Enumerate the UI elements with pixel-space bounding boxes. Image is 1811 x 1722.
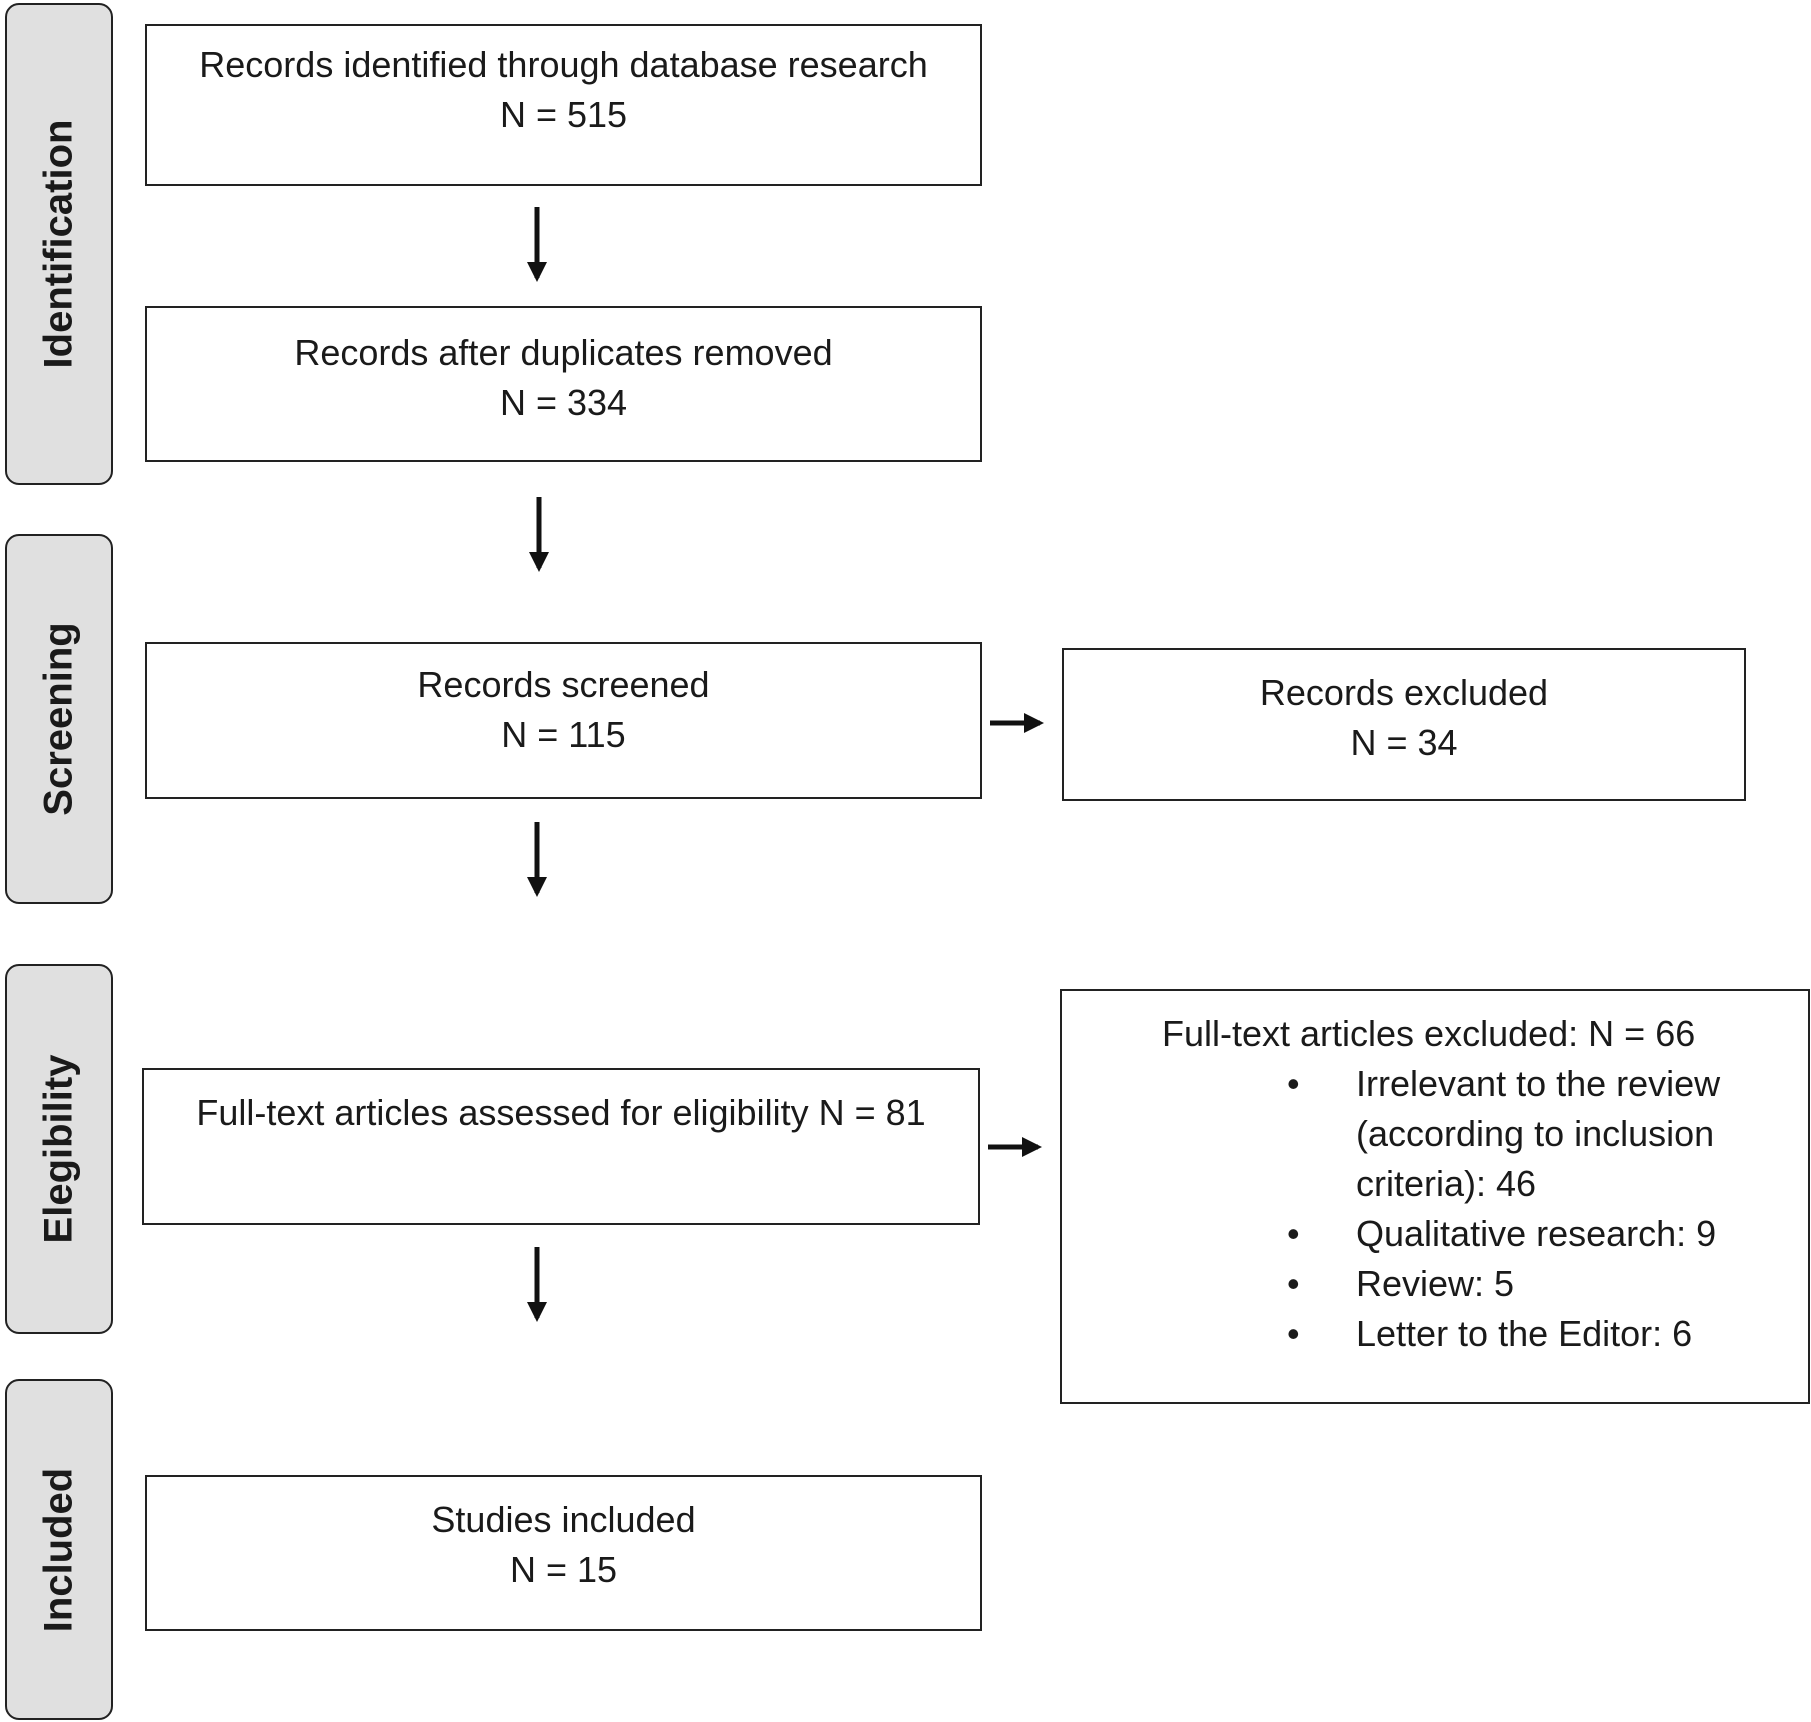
bullet-icon: • [1287,1063,1300,1104]
exclusion-reason-item: • Qualitative research: 9 [1062,1209,1808,1259]
exclusion-reason-text: Qualitative research: 9 [1356,1213,1717,1254]
exclusion-reason-item: • Review: 5 [1062,1259,1808,1309]
records-excluded-text: Records excluded [1259,672,1549,713]
stage-eligibility: Elegibility [5,964,113,1334]
records-deduplicated-text: Records after duplicates removed [294,332,833,373]
records-deduplicated-box: Records after duplicates removed N = 334 [145,306,982,462]
fulltext-assessed-box: Full-text articles assessed for eligibil… [142,1068,980,1225]
exclusion-reason-item: • Letter to the Editor: 6 [1062,1309,1808,1359]
studies-included-text: Studies included [431,1499,696,1540]
exclusion-reason-item: • Irrelevant to the review (according to… [1062,1059,1808,1209]
records-screened-box: Records screened N = 115 [145,642,982,799]
stage-screening: Screening [5,534,113,904]
exclusion-reason-text: Review: 5 [1356,1263,1515,1304]
exclusion-reason-text: criteria): 46 [1356,1163,1537,1204]
stage-included: Included [5,1379,113,1720]
exclusion-reasons-list: • Irrelevant to the review (according to… [1062,1059,1808,1359]
records-excluded-box: Records excluded N = 34 [1062,648,1746,801]
records-identified-box: Records identified through database rese… [145,24,982,186]
records-screened-count: N = 115 [501,714,626,755]
bullet-icon: • [1287,1263,1300,1304]
bullet-icon: • [1287,1313,1300,1354]
stage-identification: Identification [5,3,113,485]
fulltext-excluded-box: Full-text articles excluded: N = 66 • Ir… [1060,989,1810,1404]
exclusion-reason-text: Irrelevant to the review [1356,1063,1721,1104]
bullet-icon: • [1287,1213,1300,1254]
records-deduplicated-count: N = 334 [499,382,628,423]
fulltext-excluded-heading: Full-text articles excluded: N = 66 [1162,1013,1696,1054]
studies-included-count: N = 15 [509,1549,618,1590]
fulltext-assessed-text: Full-text articles assessed for eligibil… [196,1092,926,1133]
exclusion-reason-text: (according to inclusion [1356,1113,1715,1154]
records-identified-text: Records identified through database rese… [199,44,928,85]
records-screened-text: Records screened [417,664,710,705]
studies-included-box: Studies included N = 15 [145,1475,982,1631]
exclusion-reason-text: Letter to the Editor: 6 [1356,1313,1693,1354]
records-excluded-count: N = 34 [1350,722,1458,763]
records-identified-count: N = 515 [499,94,628,135]
